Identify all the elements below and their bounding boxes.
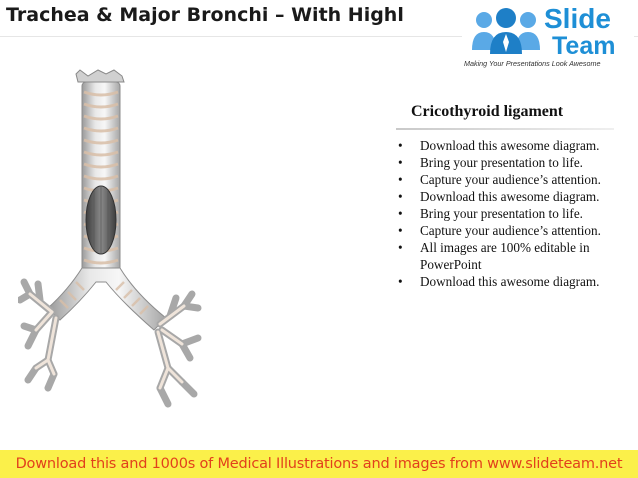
logo-tagline: Making Your Presentations Look Awesome: [464, 59, 601, 68]
list-item: Download this awesome diagram.: [396, 137, 632, 154]
trachea-bronchi-illustration: [18, 69, 202, 408]
list-item: Capture your audience’s attention.: [396, 171, 632, 188]
list-item: All images are 100% editable in PowerPoi…: [396, 239, 632, 273]
list-item: Download this awesome diagram.: [396, 273, 632, 290]
list-item: Download this awesome diagram.: [396, 188, 632, 205]
list-item: Capture your audience’s attention.: [396, 222, 632, 239]
logo-word-slide: Slide: [544, 3, 611, 34]
list-item: Bring your presentation to life.: [396, 205, 632, 222]
slide-title: Trachea & Major Bronchi – With Highl: [6, 4, 404, 26]
footer-banner: Download this and 1000s of Medical Illus…: [0, 450, 638, 478]
slideteam-logo: Slide Team Making Your Presentations Loo…: [462, 4, 634, 70]
bullet-list: Download this awesome diagram. Bring you…: [396, 137, 632, 290]
footer-text: Download this and 1000s of Medical Illus…: [15, 456, 623, 472]
logo-word-team: Team: [552, 32, 616, 60]
label-divider: [396, 128, 614, 130]
label-title: Cricothyroid ligament: [411, 103, 564, 120]
list-item: Bring your presentation to life.: [396, 154, 632, 171]
people-logo-icon: [472, 8, 540, 54]
